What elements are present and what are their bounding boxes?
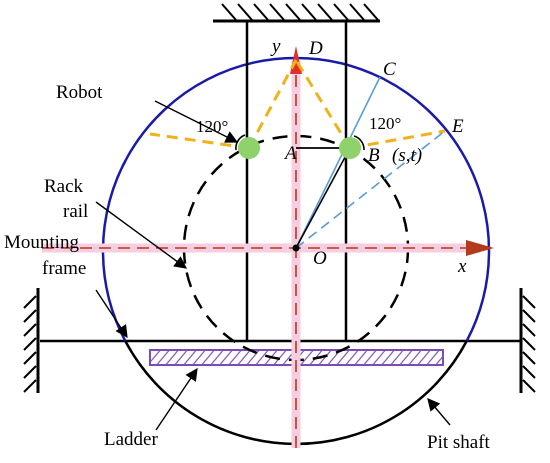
- pit-shaft-callout-arrow: [427, 398, 451, 426]
- mounting-frame-callout-arrow: [95, 289, 128, 339]
- blue-line-oc: [295, 76, 381, 249]
- point-label-c: C: [383, 59, 396, 80]
- axis-label-y: y: [270, 36, 281, 57]
- robot-callout-arrow: [154, 100, 239, 143]
- point-label-st: (s,t): [392, 145, 422, 166]
- ladder-callout-arrow: [155, 367, 198, 431]
- angle-arc-right: [353, 135, 365, 151]
- robot-right: [339, 137, 361, 159]
- line-ob: [295, 147, 351, 249]
- label-rail: rail: [63, 201, 88, 222]
- axis-label-x: x: [457, 256, 467, 277]
- point-label-e: E: [451, 116, 464, 137]
- label-ladder: Ladder: [104, 429, 158, 450]
- ceiling-mount: [213, 3, 380, 23]
- label-pit-shaft: Pit shaft: [427, 432, 491, 453]
- angle-label-right: 120°: [369, 114, 401, 133]
- right-wall-mount: [519, 288, 536, 393]
- origin-point: [292, 244, 300, 252]
- label-rack: Rack: [44, 176, 84, 197]
- left-wall-mount: [23, 288, 40, 393]
- label-frame: frame: [42, 258, 86, 279]
- robot-left: [238, 137, 260, 159]
- label-mounting: Mounting: [4, 232, 79, 253]
- label-robot: Robot: [56, 82, 103, 103]
- rack-rail-callout-arrow: [95, 201, 188, 269]
- point-label-b: B: [368, 145, 380, 166]
- angle-label-left: 120°: [196, 117, 228, 136]
- point-label-a: A: [283, 143, 297, 164]
- point-label-o: O: [313, 248, 327, 269]
- point-label-d: D: [308, 38, 323, 59]
- x-axis-arrow: [466, 240, 494, 256]
- yellow-dash-lines: [149, 59, 446, 150]
